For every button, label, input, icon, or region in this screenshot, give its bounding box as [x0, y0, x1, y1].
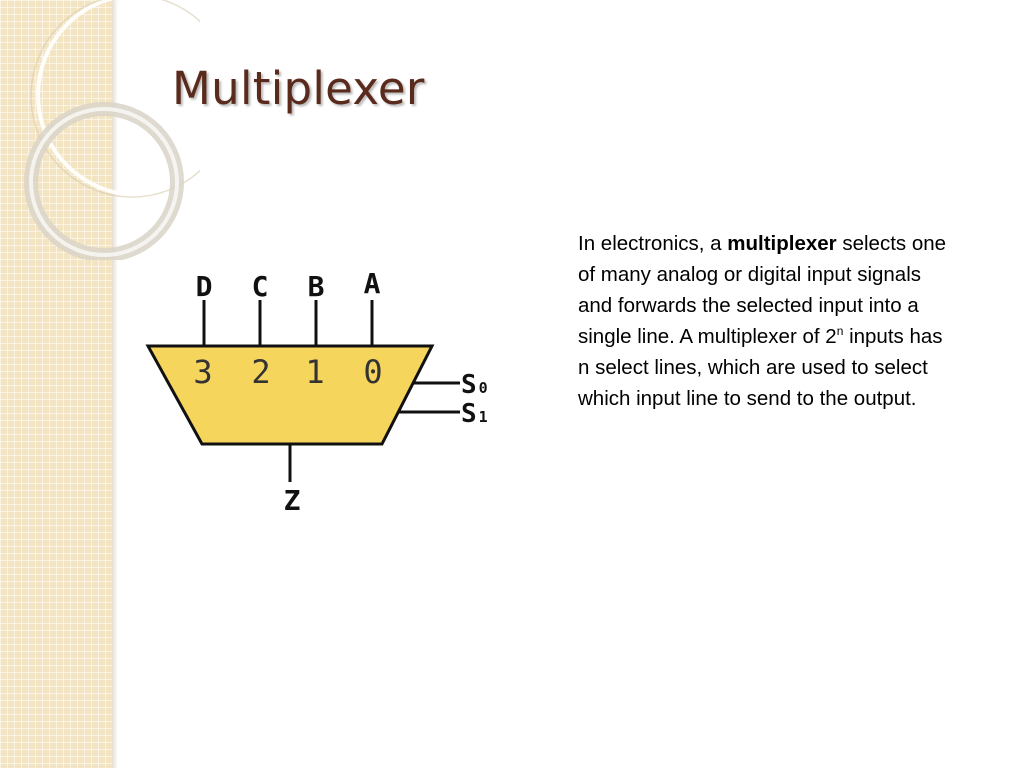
- output-label-z: Z: [284, 484, 301, 517]
- select-index-0: 0: [479, 379, 488, 397]
- input-label-b: B: [308, 270, 325, 303]
- text-bold-term: multiplexer: [727, 232, 837, 255]
- select-index-1: 1: [479, 408, 488, 426]
- text-intro: In electronics, a: [578, 232, 728, 255]
- side-panel-shadow: [112, 0, 118, 768]
- body-paragraph: In electronics, a multiplexer selects on…: [578, 228, 958, 414]
- decorative-rings: [24, 0, 200, 260]
- select-letter-s1: S: [461, 399, 477, 429]
- input-number-2: 2: [251, 353, 270, 391]
- multiplexer-body: [145, 344, 435, 446]
- decorative-ring-small-highlight: [29, 107, 179, 257]
- input-number-3: 3: [193, 353, 212, 391]
- input-label-a: A: [364, 267, 381, 300]
- decorative-ring-large: [36, 0, 200, 197]
- input-number-1: 1: [305, 353, 324, 391]
- select-letter-s0: S: [461, 370, 477, 400]
- input-label-c: C: [252, 270, 269, 303]
- decorative-ring-large-shade: [30, 0, 200, 198]
- input-number-0: 0: [363, 353, 382, 391]
- text-part2: inputs has n select lines, which are use…: [578, 325, 943, 410]
- text-superscript: n: [836, 324, 844, 338]
- input-label-d: D: [196, 270, 213, 303]
- text-part1: selects one of many analog or digital in…: [578, 232, 947, 348]
- slide-title: Multiplexer: [172, 62, 425, 115]
